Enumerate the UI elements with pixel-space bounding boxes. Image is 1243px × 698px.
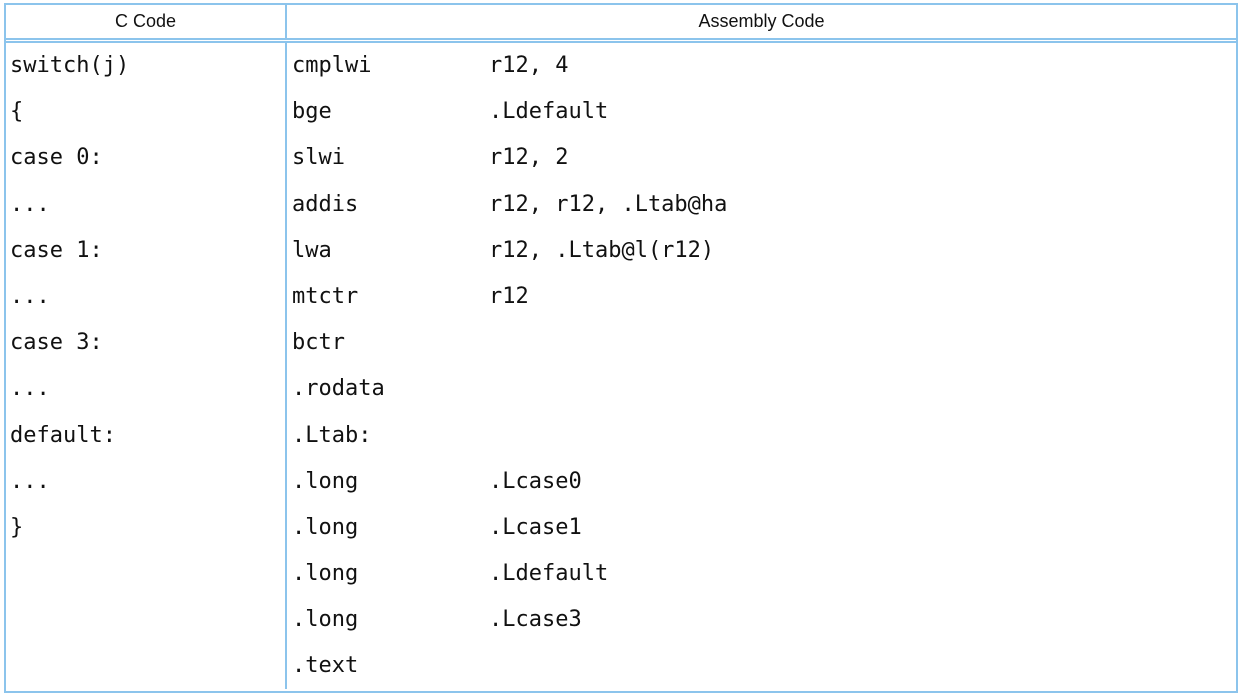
assembly-opcode: bge [292, 99, 332, 125]
assembly-operands: r12 [489, 283, 529, 309]
c-code-line: switch(j) [10, 53, 130, 78]
assembly-opcode: lwa [292, 237, 332, 263]
assembly-opcode: .text [292, 653, 359, 679]
table-body: switch(j) { case 0:... case 1:... case 3:...… [6, 43, 1236, 689]
assembly-opcode: .long [292, 468, 359, 494]
c-code-header: C Code [6, 5, 287, 38]
assembly-operands: .Lcase1 [489, 514, 582, 540]
assembly-line: .long .Ldefault [287, 554, 1236, 600]
assembly-code-column: cmplwi r12, 4 bge .Ldefault slwi r12, 2 addis r… [287, 43, 1236, 689]
assembly-operands [489, 416, 1236, 462]
c-code-column: switch(j) { case 0:... case 1:... case 3:...… [6, 43, 287, 689]
assembly-line: .rodata [287, 369, 1236, 415]
assembly-line: cmplwi r12, 4 [287, 46, 1236, 92]
assembly-line: .long .Lcase1 [287, 508, 1236, 554]
assembly-opcode: addis [292, 191, 359, 217]
assembly-operands [489, 646, 1236, 692]
assembly-opcode: .long [292, 607, 359, 633]
assembly-operands [489, 323, 1236, 369]
c-code-line: ... [10, 283, 50, 309]
assembly-operands: r12, 2 [489, 145, 569, 171]
table-header-row: C Code Assembly Code [6, 5, 1236, 43]
assembly-code-header: Assembly Code [698, 11, 825, 31]
assembly-opcode: bctr [292, 330, 345, 356]
assembly-opcode: .long [292, 561, 359, 587]
c-code-line: } [10, 514, 24, 540]
assembly-operands: .Lcase3 [489, 607, 582, 633]
assembly-opcode: .long [292, 514, 359, 540]
assembly-opcode: cmplwi [292, 53, 372, 78]
assembly-line: bctr [287, 323, 1236, 369]
assembly-line: .long .Lcase3 [287, 600, 1236, 646]
assembly-opcode: .rodata [292, 376, 385, 402]
c-code-line: case 3: [10, 330, 103, 356]
assembly-operands: r12, 4 [489, 53, 569, 78]
assembly-operands: .Ldefault [489, 99, 609, 125]
c-code-line: case 0: [10, 145, 103, 171]
assembly-operands: r12, .Ltab@l(r12) [489, 237, 715, 263]
assembly-line: .long .Lcase0 [287, 462, 1236, 508]
c-code-line: ... [10, 376, 50, 402]
assembly-line: .Ltab: [287, 416, 1236, 462]
c-code-line: default: [10, 422, 116, 448]
assembly-operands: .Lcase0 [489, 468, 582, 494]
assembly-operands: .Ldefault [489, 561, 609, 587]
c-code-line: case 1: [10, 237, 103, 263]
assembly-line: bge .Ldefault [287, 92, 1236, 138]
c-code-line: { [10, 99, 24, 125]
assembly-opcode: slwi [292, 145, 345, 171]
assembly-line: .text [287, 646, 1236, 692]
assembly-operands: r12, r12, .Ltab@ha [489, 191, 728, 217]
assembly-line: mtctr r12 [287, 277, 1236, 323]
c-code-line: ... [10, 468, 50, 494]
assembly-line: slwi r12, 2 [287, 138, 1236, 184]
assembly-operands [489, 369, 1236, 415]
assembly-opcode: mtctr [292, 283, 359, 309]
assembly-line: addis r12, r12, .Ltab@ha [287, 185, 1236, 231]
assembly-line: lwa r12, .Ltab@l(r12) [287, 231, 1236, 277]
assembly-opcode: .Ltab: [292, 422, 372, 448]
code-comparison-table: C Code Assembly Code switch(j) { case 0:..… [4, 3, 1238, 693]
c-code-line: ... [10, 191, 50, 217]
